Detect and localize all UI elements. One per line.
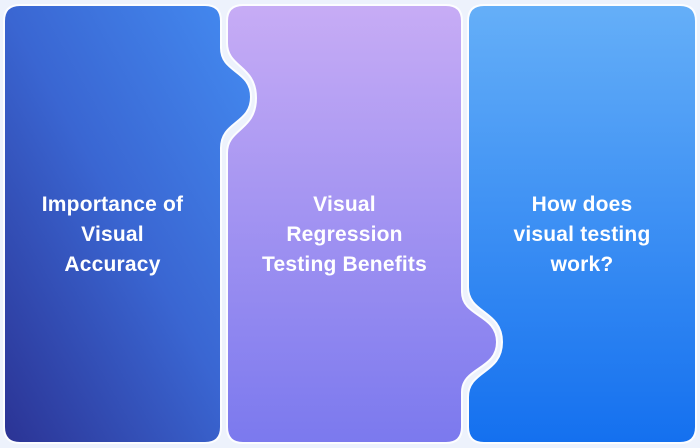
title-line: How does [531, 193, 633, 216]
title-line: Visual [81, 223, 144, 246]
card-how-does-visual-testing-work-shape [467, 4, 697, 444]
title-line: Importance of [41, 193, 184, 216]
card-importance-of-visual-accuracy-shape [3, 4, 253, 444]
title-line: work? [550, 253, 614, 276]
title-line: visual testing [513, 223, 651, 246]
title-line: Visual [313, 193, 376, 216]
card-title-importance-of-visual-accuracy: Importance of Visual Accuracy [4, 190, 221, 280]
card-title-visual-regression-testing-benefits: Visual Regression Testing Benefits [227, 190, 462, 280]
title-line: Testing Benefits [262, 253, 427, 276]
title-line: Accuracy [64, 253, 161, 276]
title-line: Regression [286, 223, 403, 246]
card-visual-regression-testing-benefits-shape [226, 4, 499, 444]
card-title-how-does-visual-testing-work: How does visual testing work? [468, 190, 696, 280]
